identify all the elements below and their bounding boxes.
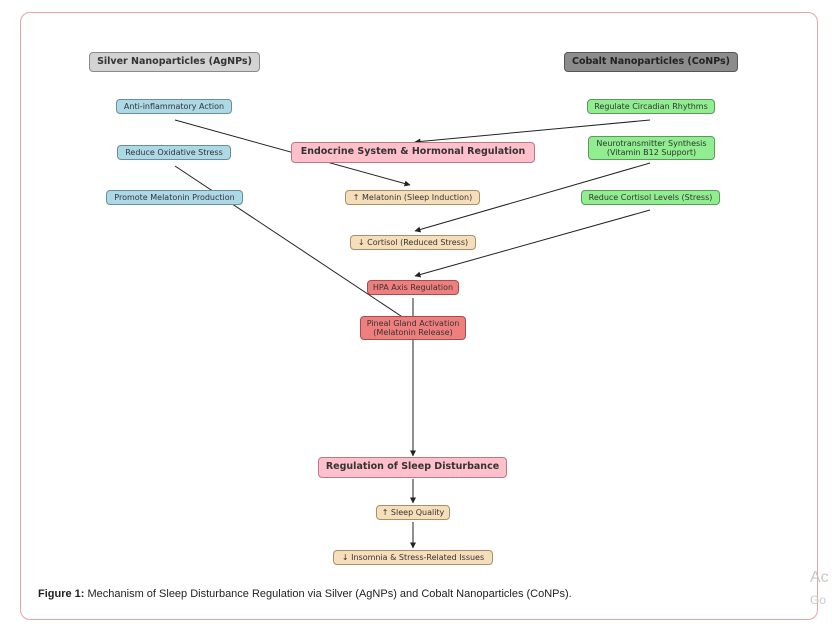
node-neurotransmitter-synthesis: Neurotransmitter Synthesis (Vitamin B12 … xyxy=(588,136,715,160)
node-promote-melatonin: Promote Melatonin Production xyxy=(106,190,243,205)
node-reduce-oxidative-stress: Reduce Oxidative Stress xyxy=(117,145,231,160)
watermark-line-1: Ac xyxy=(810,569,829,586)
node-silver-nanoparticles: Silver Nanoparticles (AgNPs) xyxy=(89,52,260,72)
node-endocrine-system: Endocrine System & Hormonal Regulation xyxy=(291,142,535,163)
caption-label: Figure 1: xyxy=(38,588,85,600)
node-reduce-cortisol-levels: Reduce Cortisol Levels (Stress) xyxy=(581,190,720,205)
node-melatonin-up: ↑ Melatonin (Sleep Induction) xyxy=(345,190,480,205)
node-pineal-gland: Pineal Gland Activation (Melatonin Relea… xyxy=(360,316,466,340)
caption-text: Mechanism of Sleep Disturbance Regulatio… xyxy=(84,588,572,600)
node-insomnia: ↓ Insomnia & Stress-Related Issues xyxy=(333,550,493,565)
watermark-line-2: Go xyxy=(810,593,827,607)
node-cobalt-nanoparticles: Cobalt Nanoparticles (CoNPs) xyxy=(564,52,738,72)
node-anti-inflammatory: Anti-inflammatory Action xyxy=(116,99,232,114)
node-cortisol-down: ↓ Cortisol (Reduced Stress) xyxy=(350,235,476,250)
figure-caption: Figure 1: Mechanism of Sleep Disturbance… xyxy=(38,588,572,600)
node-circadian-rhythms: Regulate Circadian Rhythms xyxy=(587,99,715,114)
node-hpa-axis: HPA Axis Regulation xyxy=(367,280,459,295)
node-sleep-regulation: Regulation of Sleep Disturbance xyxy=(318,457,507,478)
node-sleep-quality: ↑ Sleep Quality xyxy=(376,505,450,520)
